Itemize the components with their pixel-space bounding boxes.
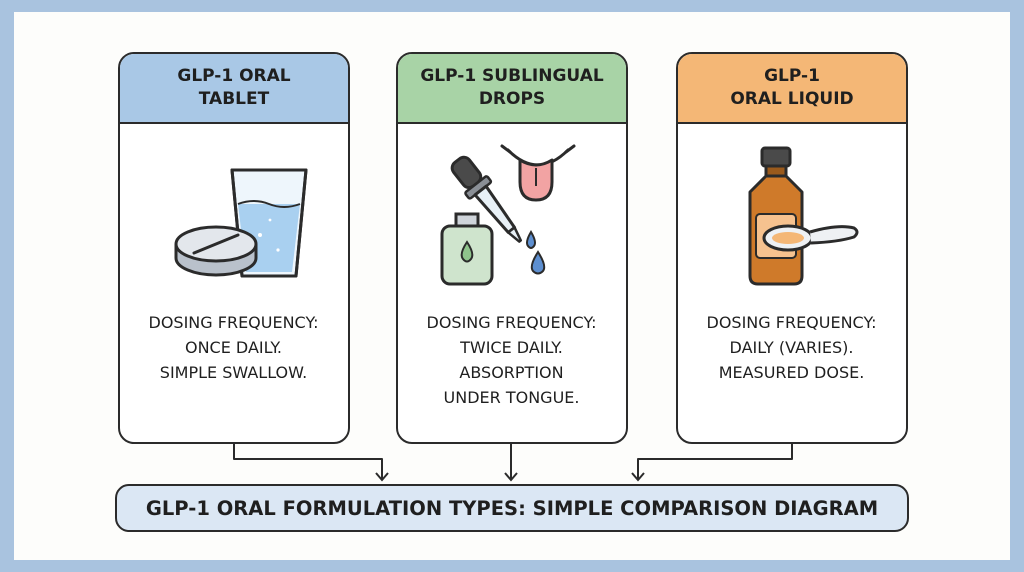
card-text-line: MEASURED DOSE. [718,363,865,382]
card-header: GLP-1 SUBLINGUAL DROPS [398,54,626,124]
card-text-line: DOSING FREQUENCY: [706,313,877,332]
card-header-line: GLP-1 ORAL [177,66,291,86]
dropper-and-tongue-icon [398,140,625,290]
bottle-and-spoon-icon [678,140,905,290]
card-sublingual-drops: GLP-1 SUBLINGUAL DROPS [396,52,628,444]
connector-arrows [233,444,793,482]
arrow-from-tablet [233,444,383,480]
card-header-line: GLP-1 SUBLINGUAL [420,66,604,86]
card-text-line: DOSING FREQUENCY: [426,313,597,332]
card-text-line: ONCE DAILY. [184,338,283,357]
card-header: GLP-1 ORAL LIQUID [678,54,906,124]
card-text-line: UNDER TONGUE. [443,388,580,407]
card-description: DOSING FREQUENCY: ONCE DAILY. SIMPLE SWA… [120,310,347,385]
diagram-title-box: GLP-1 ORAL FORMULATION TYPES: SIMPLE COM… [115,484,909,532]
tablet-and-water-glass-icon [120,140,347,290]
arrow-from-liquid [637,444,793,480]
card-header-line: ORAL LIQUID [730,89,854,109]
card-header-line: GLP-1 [764,66,820,86]
card-text-line: TWICE DAILY. [460,338,563,357]
card-header-line: TABLET [198,89,270,109]
diagram-canvas: GLP-1 ORAL TABLET D [14,12,1010,560]
card-oral-tablet: GLP-1 ORAL TABLET D [118,52,350,444]
card-description: DOSING FREQUENCY: TWICE DAILY. ABSORPTIO… [398,310,625,410]
card-text-line: DAILY (VARIES). [729,338,854,357]
card-description: DOSING FREQUENCY: DAILY (VARIES). MEASUR… [678,310,905,385]
diagram-title: GLP-1 ORAL FORMULATION TYPES: SIMPLE COM… [145,496,879,520]
card-header-line: DROPS [478,89,546,109]
card-text-line: SIMPLE SWALLOW. [159,363,308,382]
card-text-line: DOSING FREQUENCY: [148,313,319,332]
card-header: GLP-1 ORAL TABLET [120,54,348,124]
card-text-line: ABSORPTION [459,363,564,382]
card-oral-liquid: GLP-1 ORAL LIQUID DOSING FREQUENCY: DAIL… [676,52,908,444]
